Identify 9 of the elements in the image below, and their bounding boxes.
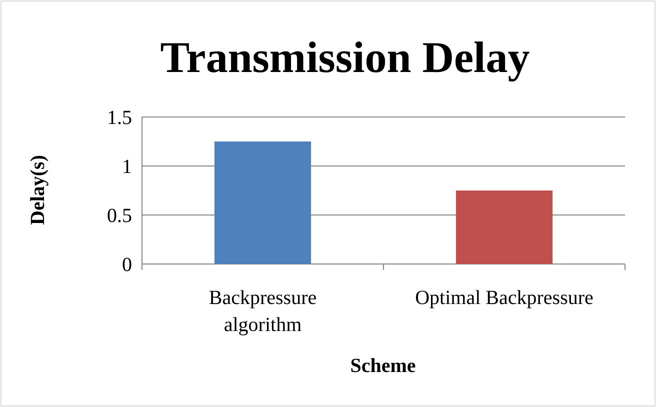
axis-title: Delay(s) — [27, 155, 49, 225]
chart-title: Transmission Delay — [160, 33, 530, 82]
tick-label: 1.5 — [107, 107, 132, 129]
tick-label: 1 — [122, 156, 132, 178]
category-label: Optimal Backpressure — [415, 287, 594, 309]
axis-title: Scheme — [350, 355, 416, 377]
tick-label: 0 — [122, 254, 132, 276]
category-label: Backpressure algorithm — [208, 287, 317, 336]
tick-label: 0.5 — [107, 205, 132, 227]
